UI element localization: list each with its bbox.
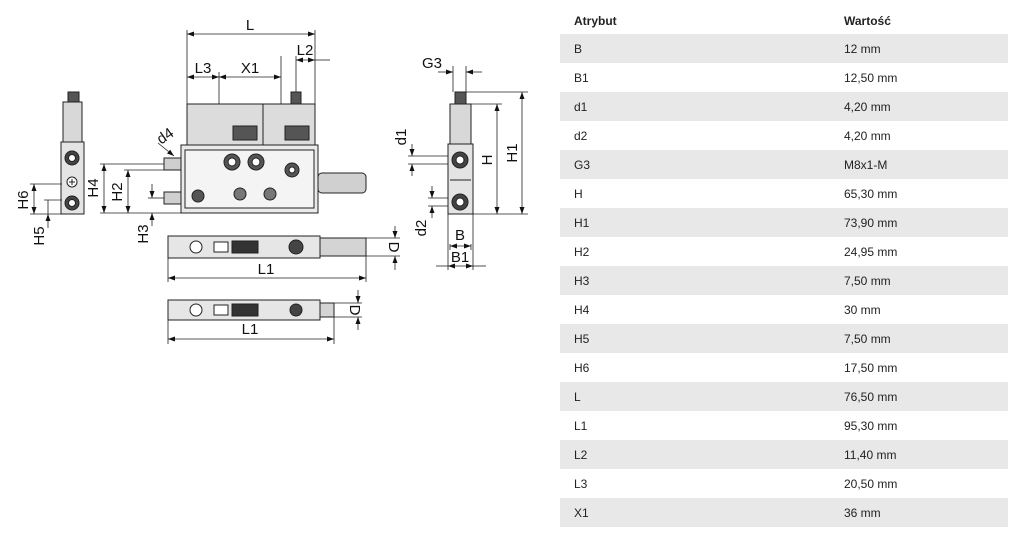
label-d4: d4 (154, 125, 177, 148)
attribute-cell: L (560, 382, 844, 411)
value-cell: 12,50 mm (844, 70, 898, 85)
table-row: B1 12,50 mm (560, 63, 1008, 92)
table-row: H6 17,50 mm (560, 353, 1008, 382)
attribute-cell: d2 (574, 128, 588, 143)
value-cell: M8x1-M (844, 150, 1008, 179)
value-cell: 30 mm (844, 302, 881, 317)
left-side-view (60, 91, 85, 215)
label-l3: L3 (195, 60, 212, 77)
attribute-cell: H3 (560, 266, 844, 295)
attribute-cell: H2 (574, 244, 590, 259)
table-row: d2 4,20 mm (560, 121, 1008, 150)
label-l1-a: L1 (258, 261, 275, 278)
attribute-cell: G3 (560, 150, 844, 179)
value-cell: 95,30 mm (844, 418, 898, 433)
value-cell: 65,30 mm (844, 186, 898, 201)
label-h3: H3 (135, 224, 152, 243)
header-value: Wartość (844, 14, 891, 28)
attribute-cell: H (574, 186, 583, 201)
label-b: B (455, 227, 465, 244)
value-cell: 76,50 mm (844, 382, 1008, 411)
label-h2: H2 (109, 182, 126, 201)
value-cell: 20,50 mm (844, 476, 898, 491)
label-h1: H1 (504, 143, 521, 162)
label-g3: G3 (422, 55, 442, 72)
label-d-b: D (346, 305, 363, 316)
value-cell: 7,50 mm (844, 324, 1008, 353)
attribute-cell: H1 (560, 208, 844, 237)
label-h4: H4 (85, 178, 102, 197)
attribute-cell: d1 (560, 92, 844, 121)
top-view-short (167, 299, 335, 321)
technical-drawing: H6 H5 (15, 17, 528, 344)
attribute-cell: L1 (574, 418, 588, 433)
right-side-view (447, 91, 474, 215)
value-cell: 7,50 mm (844, 266, 1008, 295)
table-row: H4 30 mm (560, 295, 1008, 324)
value-cell: 4,20 mm (844, 92, 1008, 121)
label-b1: B1 (451, 249, 469, 266)
label-l2: L2 (297, 42, 314, 59)
label-d2: d2 (413, 220, 430, 237)
header-attribute: Atrybut (574, 14, 617, 28)
label-x1: X1 (241, 60, 259, 77)
attribute-cell: L3 (574, 476, 588, 491)
label-h5: H5 (31, 226, 48, 245)
value-cell: 24,95 mm (844, 244, 898, 259)
table-row: H 65,30 mm (560, 179, 1008, 208)
attribute-cell: B (560, 34, 844, 63)
value-cell: 17,50 mm (844, 360, 898, 375)
value-cell: 4,20 mm (844, 128, 891, 143)
label-h: H (479, 155, 496, 166)
attribute-cell: B1 (574, 70, 589, 85)
attribute-cell: H6 (574, 360, 590, 375)
table-row: H2 24,95 mm (560, 237, 1008, 266)
attribute-cell: X1 (560, 498, 844, 527)
value-cell: 12 mm (844, 34, 1008, 63)
label-d1: d1 (393, 129, 410, 146)
front-view (163, 91, 367, 214)
label-h6: H6 (15, 190, 32, 209)
table-row: L1 95,30 mm (560, 411, 1008, 440)
value-cell: 73,90 mm (844, 208, 1008, 237)
label-l: L (246, 17, 254, 34)
value-cell: 11,40 mm (844, 440, 1008, 469)
attribute-cell: L2 (560, 440, 844, 469)
attribute-cell: H5 (560, 324, 844, 353)
label-l1-b: L1 (242, 321, 259, 338)
table-header-row: Atrybut Wartość (560, 8, 1008, 34)
table-row: L3 20,50 mm (560, 469, 1008, 498)
attribute-cell: H4 (574, 302, 590, 317)
top-view-long (167, 235, 367, 259)
value-cell: 36 mm (844, 498, 1008, 527)
label-d-a: D (385, 242, 402, 253)
